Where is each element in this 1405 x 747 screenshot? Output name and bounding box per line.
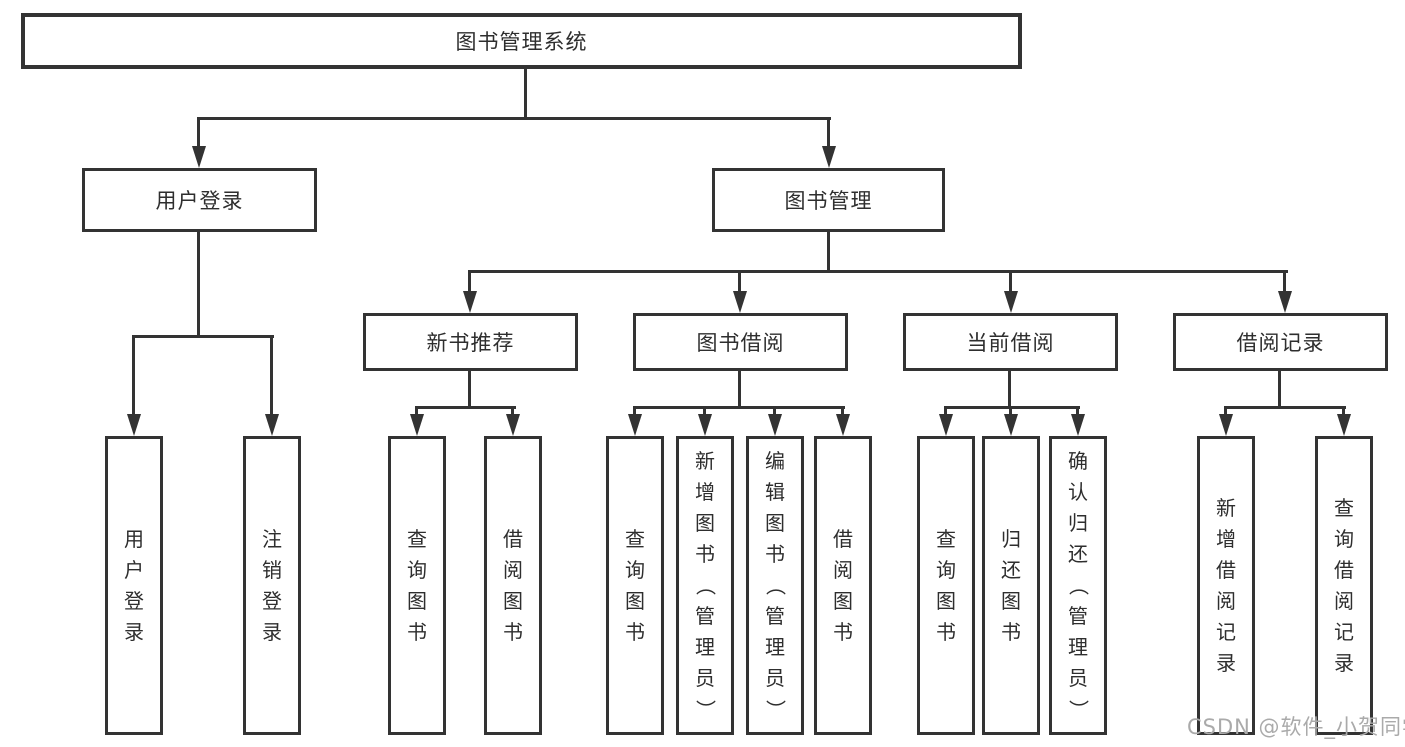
arrow-down-icon (506, 414, 520, 436)
connector-line (773, 406, 776, 416)
arrow-down-icon (1004, 414, 1018, 436)
arrow-down-icon (822, 146, 836, 168)
node-label: 确认归还（管理员） (1066, 449, 1091, 720)
node-confirm-return-admin: 确认归还（管理员） (1049, 436, 1107, 735)
node-label: 用户登录 (124, 526, 144, 644)
node-recommend-query-books: 查询图书 (388, 436, 446, 735)
node-borrowing-borrow-books: 借阅图书 (814, 436, 872, 735)
node-label: 图书管理 (784, 189, 873, 213)
arrow-down-icon (192, 146, 206, 168)
node-label: 当前借阅 (966, 331, 1055, 355)
connector-line (132, 335, 274, 338)
node-label: 注销登录 (262, 526, 282, 644)
arrow-down-icon (410, 414, 424, 436)
connector-line (1224, 406, 1227, 416)
node-label: 借阅记录 (1236, 331, 1325, 355)
node-new-book-recommend: 新书推荐 (363, 313, 578, 371)
connector-line (468, 270, 1288, 273)
arrow-down-icon (1071, 414, 1085, 436)
arrow-down-icon (463, 291, 477, 313)
arrow-down-icon (1219, 414, 1233, 436)
arrow-down-icon (939, 414, 953, 436)
connector-line (827, 232, 830, 273)
connector-line (1283, 270, 1286, 293)
connector-line (738, 371, 741, 409)
arrow-down-icon (127, 414, 141, 436)
arrow-down-icon (768, 414, 782, 436)
arrow-down-icon (1278, 291, 1292, 313)
connector-line (703, 406, 706, 416)
node-current-borrowing: 当前借阅 (903, 313, 1118, 371)
connector-line (1278, 371, 1281, 409)
node-borrowing-records: 借阅记录 (1173, 313, 1388, 371)
node-label: 新增图书（管理员） (693, 449, 718, 720)
node-label: 编辑图书（管理员） (763, 449, 788, 720)
connector-line (468, 371, 471, 409)
node-label: 借阅图书 (503, 526, 523, 644)
node-user-login-leaf: 用户登录 (105, 436, 163, 735)
node-library-system: 图书管理系统 (21, 13, 1022, 69)
connector-line (270, 335, 273, 415)
arrow-down-icon (1337, 414, 1351, 436)
connector-line (633, 406, 636, 416)
node-query-borrow-record: 查询借阅记录 (1315, 436, 1373, 735)
node-logout-leaf: 注销登录 (243, 436, 301, 735)
connector-line (468, 270, 471, 293)
connector-line (944, 406, 1080, 409)
connector-line (827, 117, 830, 148)
node-add-books-admin: 新增图书（管理员） (676, 436, 734, 735)
connector-line (511, 406, 514, 416)
arrow-down-icon (698, 414, 712, 436)
node-book-borrowing: 图书借阅 (633, 313, 848, 371)
node-label: 查询图书 (407, 526, 427, 644)
connector-line (1009, 270, 1012, 293)
arrow-down-icon (836, 414, 850, 436)
connector-line (197, 232, 200, 338)
node-label: 新增借阅记录 (1216, 495, 1236, 675)
connector-line (1009, 406, 1012, 416)
node-user-login: 用户登录 (82, 168, 317, 232)
node-borrowing-query-books: 查询图书 (606, 436, 664, 735)
arrow-down-icon (628, 414, 642, 436)
connector-line (415, 406, 516, 409)
node-edit-books-admin: 编辑图书（管理员） (746, 436, 804, 735)
node-current-query-books: 查询图书 (917, 436, 975, 735)
arrow-down-icon (733, 291, 747, 313)
node-recommend-borrow-books: 借阅图书 (484, 436, 542, 735)
connector-line (197, 117, 200, 148)
connector-line (944, 406, 947, 416)
node-book-management: 图书管理 (712, 168, 945, 232)
node-label: 借阅图书 (833, 526, 853, 644)
connector-line (197, 117, 831, 120)
connector-line (415, 406, 418, 416)
node-label: 归还图书 (1001, 526, 1021, 644)
node-label: 查询借阅记录 (1334, 495, 1354, 675)
connector-line (1342, 406, 1345, 416)
node-label: 用户登录 (155, 189, 244, 213)
arrow-down-icon (265, 414, 279, 436)
arrow-down-icon (1004, 291, 1018, 313)
node-add-borrow-record: 新增借阅记录 (1197, 436, 1255, 735)
connector-line (524, 69, 527, 119)
node-label: 图书借阅 (696, 331, 785, 355)
connector-line (1076, 406, 1079, 416)
node-label: 查询图书 (936, 526, 956, 644)
watermark: CSDN @软件_小贺同学 (1187, 715, 1405, 739)
connector-line (1008, 371, 1011, 409)
node-label: 图书管理系统 (455, 30, 588, 54)
connector-line (1224, 406, 1346, 409)
node-return-books: 归还图书 (982, 436, 1040, 735)
connector-line (132, 335, 135, 415)
connector-line (738, 270, 741, 293)
node-label: 新书推荐 (426, 331, 515, 355)
connector-line (633, 406, 845, 409)
connector-line (841, 406, 844, 416)
node-label: 查询图书 (625, 526, 645, 644)
